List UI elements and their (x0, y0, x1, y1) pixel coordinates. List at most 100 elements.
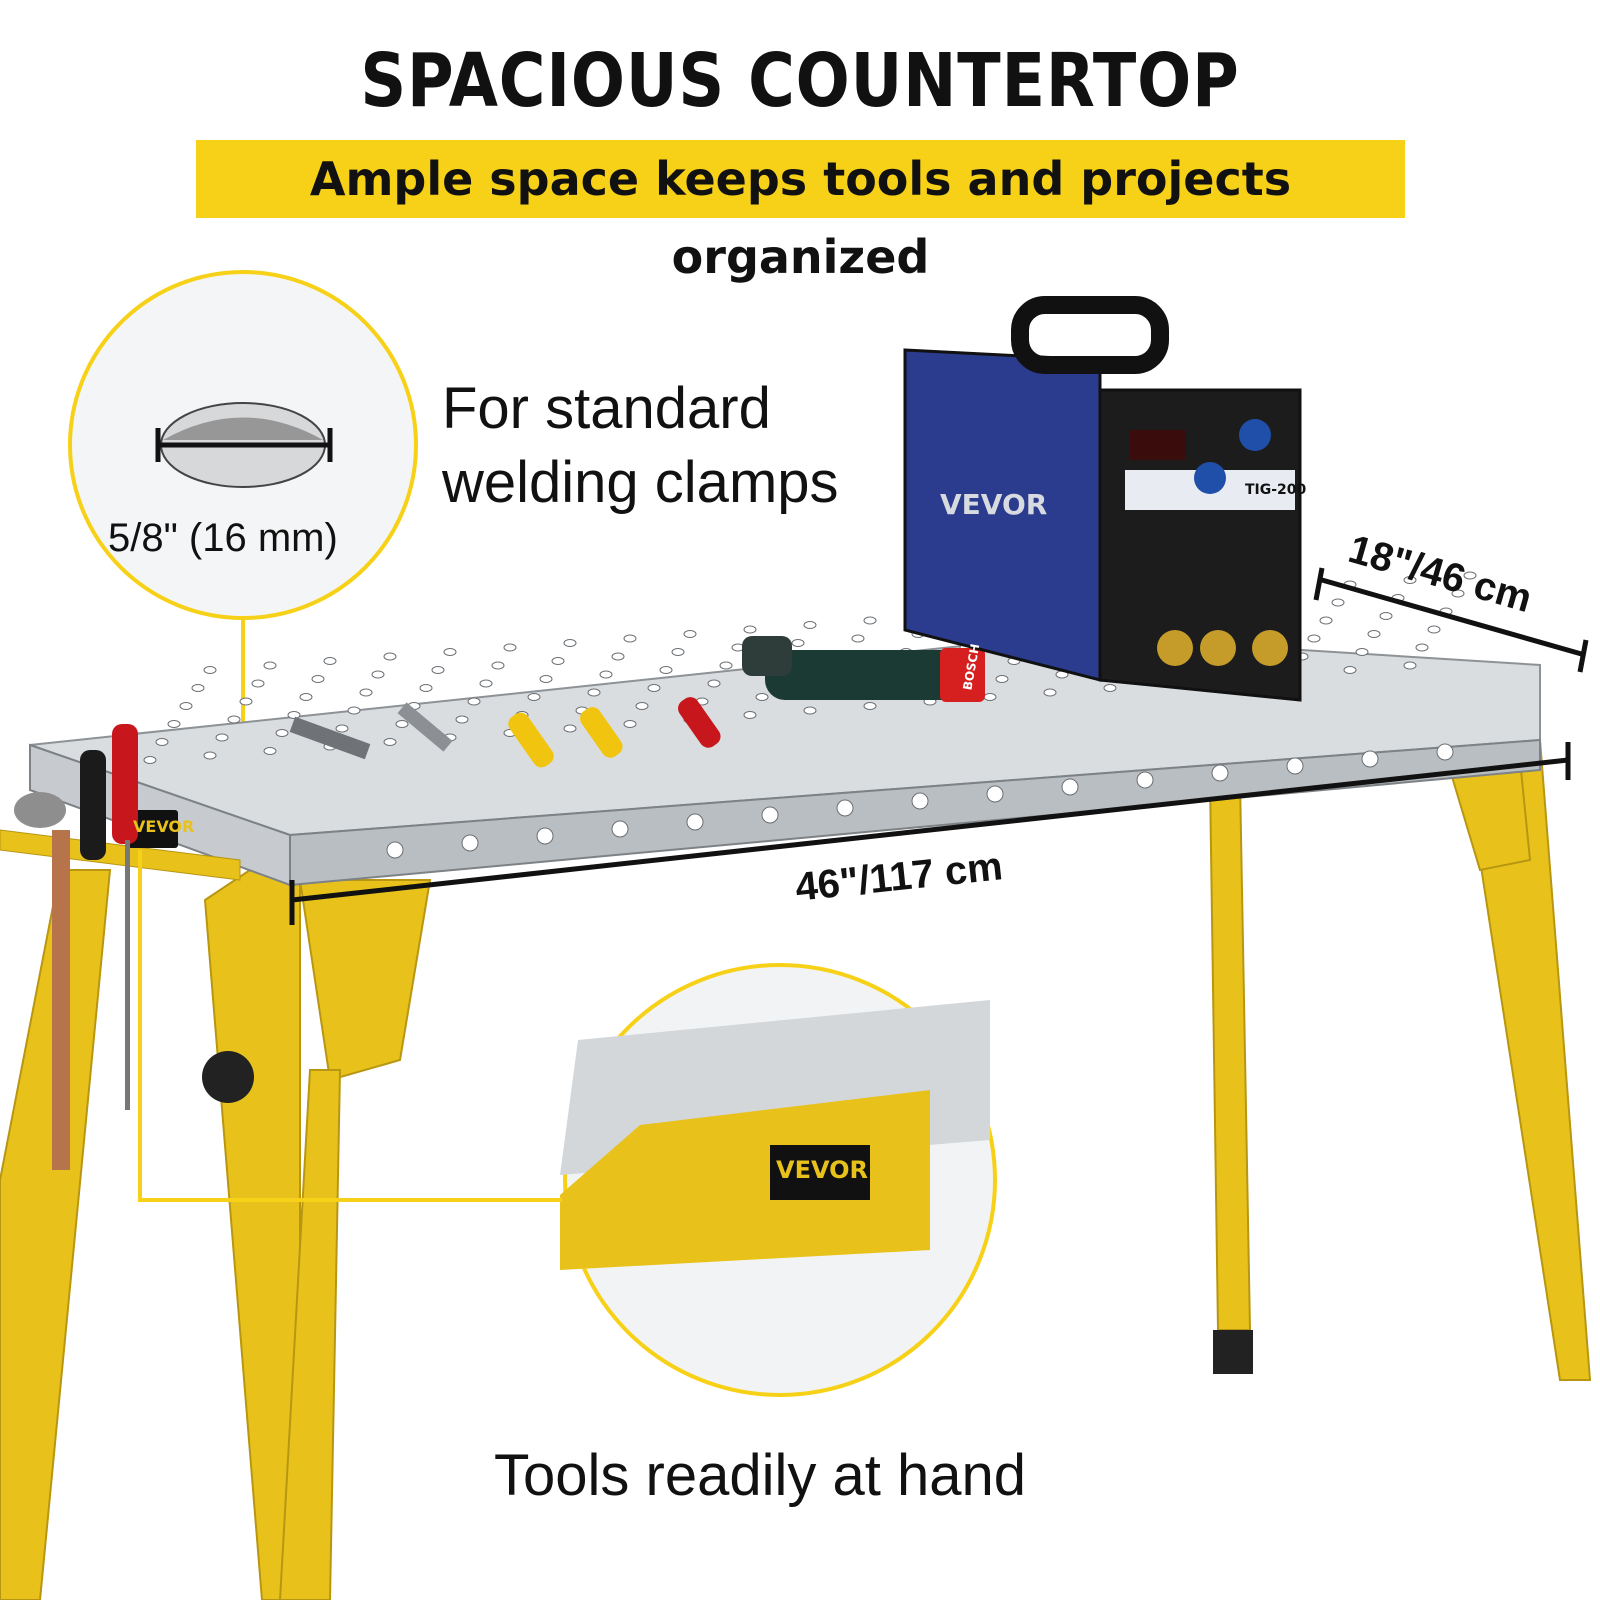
edge-hole (611, 820, 629, 838)
perforation-hole (1403, 576, 1417, 584)
hole-diameter-label: 5/8" (16 mm) (108, 516, 338, 560)
wrench-icon (289, 702, 453, 760)
perforation-hole (251, 679, 265, 688)
tray-brand-label: VEVOR (776, 1156, 869, 1184)
tray-brand-label-small: VEVOR (133, 817, 195, 836)
perforation-hole (623, 720, 637, 728)
screwdriver-icon (80, 724, 138, 1110)
perforation-hole (167, 720, 181, 728)
perforation-hole (347, 706, 361, 715)
caster-wheel (202, 1051, 254, 1103)
hammer-icon (14, 792, 70, 1170)
perforation-hole (683, 630, 697, 638)
perforation-hole (455, 715, 469, 724)
perforation-hole (155, 738, 169, 746)
perforation-hole (803, 706, 817, 715)
perforation-hole (743, 625, 757, 634)
perforation-hole (539, 675, 553, 683)
edge-hole (461, 834, 479, 852)
leg-foot (1213, 1330, 1253, 1374)
perforation-hole (1343, 666, 1357, 674)
perforation-hole (395, 720, 409, 728)
perforation-hole (1367, 630, 1381, 638)
perforation-hole (983, 693, 997, 701)
perforation-hole (1415, 643, 1429, 652)
perforation-hole (719, 661, 733, 670)
perforation-hole (851, 634, 865, 643)
edge-hole (911, 792, 929, 810)
perforation-hole (191, 684, 205, 692)
clamp-hole-zoom (68, 270, 418, 744)
welder-brand-label: VEVOR (940, 488, 1048, 521)
perforation-hole (1403, 661, 1417, 670)
edge-hole (836, 799, 854, 817)
perforation-hole (587, 688, 601, 697)
perforation-hole (755, 693, 769, 701)
perforation-hole (1427, 625, 1441, 634)
perforation-hole (263, 661, 277, 670)
welder-model-label: TIG-200 (1245, 482, 1307, 498)
perforation-hole (599, 670, 613, 679)
perforation-hole (239, 697, 253, 706)
clamp-callout-text: For standard welding clamps (442, 376, 839, 515)
perforation-hole (1355, 648, 1369, 656)
perforation-hole (383, 738, 397, 746)
edge-hole (536, 827, 554, 845)
perforation-hole (335, 724, 349, 733)
perforation-hole (419, 684, 433, 692)
perforation-hole (299, 693, 313, 701)
perforation-hole (431, 666, 445, 674)
edge-hole (1361, 750, 1379, 768)
perforation-hole (227, 715, 241, 724)
perforation-hole (275, 729, 289, 737)
perforation-hole (1379, 612, 1393, 620)
perforation-hole (503, 643, 517, 652)
perforation-hole (203, 666, 217, 674)
tools-callout-text: Tools readily at hand (494, 1443, 1026, 1508)
edge-hole (1286, 757, 1304, 775)
perforation-hole (1463, 571, 1477, 580)
perforation-hole (1307, 634, 1321, 643)
perforation-hole (203, 751, 217, 760)
edge-hole (761, 806, 779, 824)
perforation-hole (647, 684, 661, 692)
subheadline: Ample space keeps tools and projects org… (309, 152, 1292, 284)
perforation-hole (527, 693, 541, 701)
perforation-hole (371, 670, 385, 679)
perforation-hole (1451, 589, 1465, 598)
perforation-hole (563, 639, 577, 647)
edge-hole (386, 841, 404, 859)
edge-hole (986, 785, 1004, 803)
screwdriver-icon (508, 697, 721, 768)
perforation-hole (743, 711, 757, 719)
perforation-hole (287, 711, 301, 719)
perforation-hole (635, 702, 649, 710)
perforation-hole (623, 634, 637, 643)
perforation-hole (995, 675, 1009, 683)
drill-icon (742, 636, 985, 702)
perforation-hole (671, 648, 685, 656)
perforation-hole (179, 702, 193, 710)
perforation-hole (443, 648, 457, 656)
edge-hole (686, 813, 704, 831)
welder-machine-icon (903, 296, 1302, 702)
perforation-hole (215, 733, 229, 742)
perforation-hole (359, 688, 373, 697)
perforation-hole (1103, 684, 1117, 692)
perforation-hole (551, 657, 565, 665)
perforation-hole (383, 652, 397, 661)
perforation-hole (611, 652, 625, 661)
perforation-hole (323, 657, 337, 665)
perforation-hole (863, 702, 877, 710)
edge-hole (1061, 778, 1079, 796)
perforation-hole (1043, 688, 1057, 697)
perforation-hole (1331, 598, 1345, 607)
edge-hole (1436, 743, 1454, 761)
perforation-hole (479, 679, 493, 688)
perforation-hole (263, 747, 277, 755)
perforation-hole (563, 724, 577, 733)
perforation-hole (311, 675, 325, 683)
perforation-hole (659, 666, 673, 674)
edge-hole (1211, 764, 1229, 782)
